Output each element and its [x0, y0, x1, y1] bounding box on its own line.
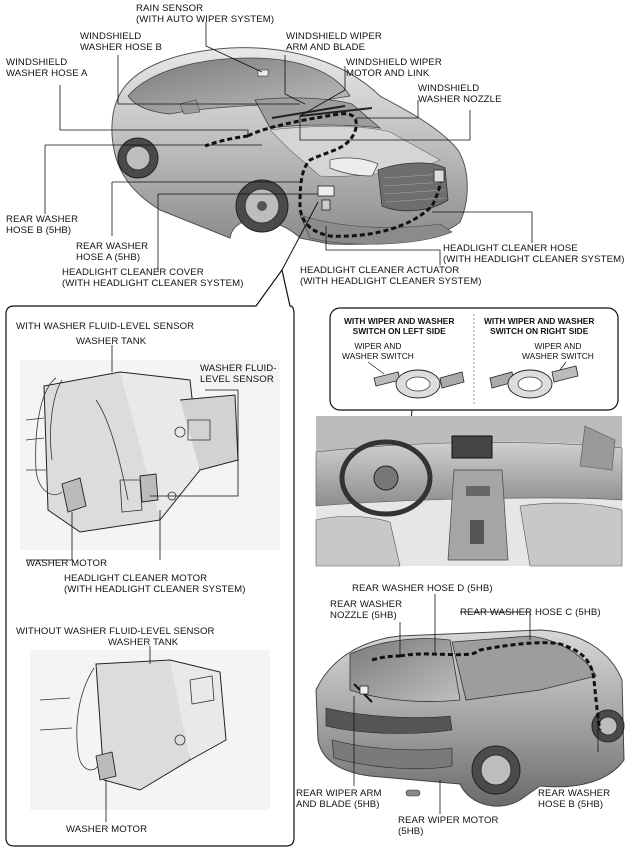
interior-dashboard-illustration: [315, 416, 623, 567]
washer-tank-label-2: WASHER TANK: [108, 637, 179, 648]
windshield-washer-hose-a-label: WINDSHIELD WASHER HOSE A: [6, 57, 88, 79]
windshield-washer-hose-b-label: WINDSHIELD WASHER HOSE B: [80, 31, 162, 53]
washer-motor-label-1: WASHER MOTOR: [26, 558, 108, 569]
rear-leader-lines: [353, 594, 599, 814]
right-wiper-switch-illustration: [489, 365, 579, 399]
rear-wiper-arm-label: REAR WIPER ARM AND BLADE (5HB): [296, 788, 382, 810]
rear-car-illustration: [315, 629, 625, 807]
with-sensor-title: WITH WASHER FLUID-LEVEL SENSOR: [16, 321, 195, 332]
washer-tank-illustration-1: [20, 360, 280, 550]
rear-washer-hose-a-label: REAR WASHER HOSE A (5HB): [76, 241, 149, 263]
washer-fluid-level-sensor-label: WASHER FLUID- LEVEL SENSOR: [200, 363, 277, 385]
rear-washer-hose-c-label: REAR WASHER HOSE C (5HB): [460, 607, 601, 618]
right-wiper-washer-switch-label: WIPER AND WASHER SWITCH: [522, 341, 594, 361]
windshield-washer-nozzle-label: WINDSHIELD WASHER NOZZLE: [418, 83, 502, 105]
washer-tank-illustration-2: [30, 650, 270, 810]
left-wiper-switch-illustration: [373, 369, 465, 399]
headlight-cleaner-cover-label: HEADLIGHT CLEANER COVER (WITH HEADLIGHT …: [62, 267, 244, 289]
rear-washer-nozzle-label: REAR WASHER NOZZLE (5HB): [330, 599, 403, 621]
left-switch-title: WITH WIPER AND WASHER SWITCH ON LEFT SID…: [344, 316, 455, 336]
headlight-cleaner-hose-label: HEADLIGHT CLEANER HOSE (WITH HEADLIGHT C…: [443, 243, 625, 265]
without-sensor-title: WITHOUT WASHER FLUID-LEVEL SENSOR: [16, 626, 215, 637]
front-car-illustration: [111, 47, 468, 245]
washer-tank-label-1: WASHER TANK: [76, 336, 147, 347]
rear-wiper-motor-label: REAR WIPER MOTOR (5HB): [398, 815, 499, 837]
front-leader-lines: [44, 22, 533, 272]
headlight-cleaner-motor-label: HEADLIGHT CLEANER MOTOR (WITH HEADLIGHT …: [64, 573, 246, 595]
windshield-wiper-arm-label: WINDSHIELD WIPER ARM AND BLADE: [286, 31, 382, 53]
left-wiper-washer-switch-label: WIPER AND WASHER SWITCH: [342, 341, 414, 361]
rear-washer-hose-d-label: REAR WASHER HOSE D (5HB): [352, 583, 493, 594]
windshield-wiper-motor-label: WINDSHIELD WIPER MOTOR AND LINK: [346, 57, 442, 79]
headlight-cleaner-actuator-label: HEADLIGHT CLEANER ACTUATOR (WITH HEADLIG…: [300, 265, 482, 287]
rear-washer-hose-b-label-top: REAR WASHER HOSE B (5HB): [6, 214, 79, 236]
rain-sensor-label: RAIN SENSOR (WITH AUTO WIPER SYSTEM): [136, 3, 275, 25]
right-switch-title: WITH WIPER AND WASHER SWITCH ON RIGHT SI…: [484, 316, 595, 336]
rear-washer-hose-b-label: REAR WASHER HOSE B (5HB): [538, 788, 611, 810]
washer-motor-label-2: WASHER MOTOR: [66, 824, 148, 835]
